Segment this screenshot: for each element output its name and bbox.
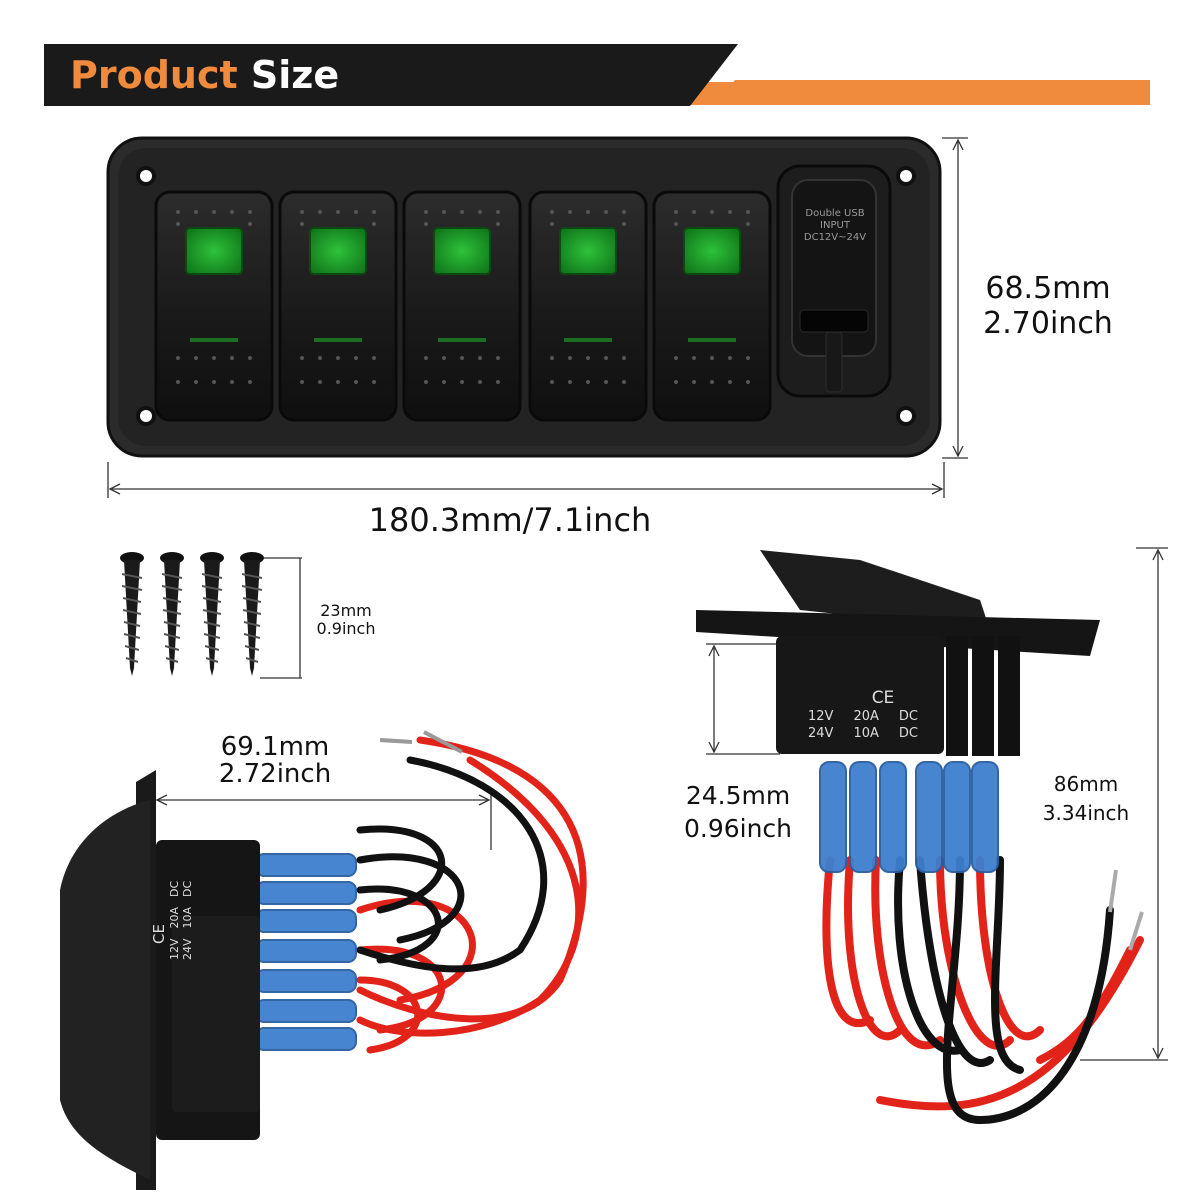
width-dimension: 180.3mm/7.1inch xyxy=(368,501,652,539)
rocker-switch-1 xyxy=(154,190,274,422)
side-view-right xyxy=(696,550,1144,1125)
body-depth-dimension: 24.5mm 0.96inch xyxy=(683,781,793,843)
indicator-light xyxy=(559,227,617,275)
screw-length-dimension: 23mm 0.9inch xyxy=(316,601,376,639)
page-title: Product Size xyxy=(70,53,340,97)
rocker-switch-2 xyxy=(278,190,398,422)
depth-dimension: 69.1mm 2.72inch xyxy=(218,732,332,790)
side-view-left xyxy=(60,730,587,1190)
rocker-switch-3 xyxy=(402,190,522,422)
indicator-light xyxy=(433,227,491,275)
height-dimension: 68.5mm 2.70inch xyxy=(983,271,1113,341)
indicator-light xyxy=(309,227,367,275)
indicator-light xyxy=(683,227,741,275)
screw-2 xyxy=(160,552,184,676)
indicator-light xyxy=(185,227,243,275)
screw-1 xyxy=(120,552,144,676)
screw-3 xyxy=(200,552,224,676)
total-depth-dimension: 86mm 3.34inch xyxy=(1042,772,1130,825)
switch-panel-front xyxy=(106,136,942,458)
screws xyxy=(120,552,264,676)
rocker-switch-5 xyxy=(652,190,772,422)
header-banner xyxy=(44,44,1150,106)
screw-4 xyxy=(240,552,264,676)
usb-module xyxy=(776,164,892,398)
mounting-holes xyxy=(136,166,916,426)
rocker-switch-group xyxy=(154,190,772,422)
banner-dark-block xyxy=(44,44,738,106)
rocker-switch-4 xyxy=(528,190,648,422)
usb-label: Double USB INPUT DC12V~24V xyxy=(803,208,867,243)
